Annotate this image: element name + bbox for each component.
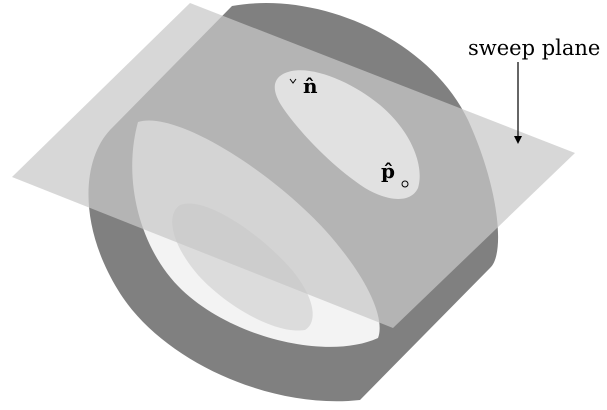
point-vector-label: p̂ xyxy=(381,159,395,183)
sweep-plane-label: sweep plane xyxy=(468,36,601,60)
sweep-plane xyxy=(12,3,575,328)
point-marker xyxy=(401,180,409,188)
upper-hole xyxy=(274,70,420,199)
normal-vector-label: n̂ xyxy=(303,74,318,98)
normal-tick-mark xyxy=(289,78,297,84)
